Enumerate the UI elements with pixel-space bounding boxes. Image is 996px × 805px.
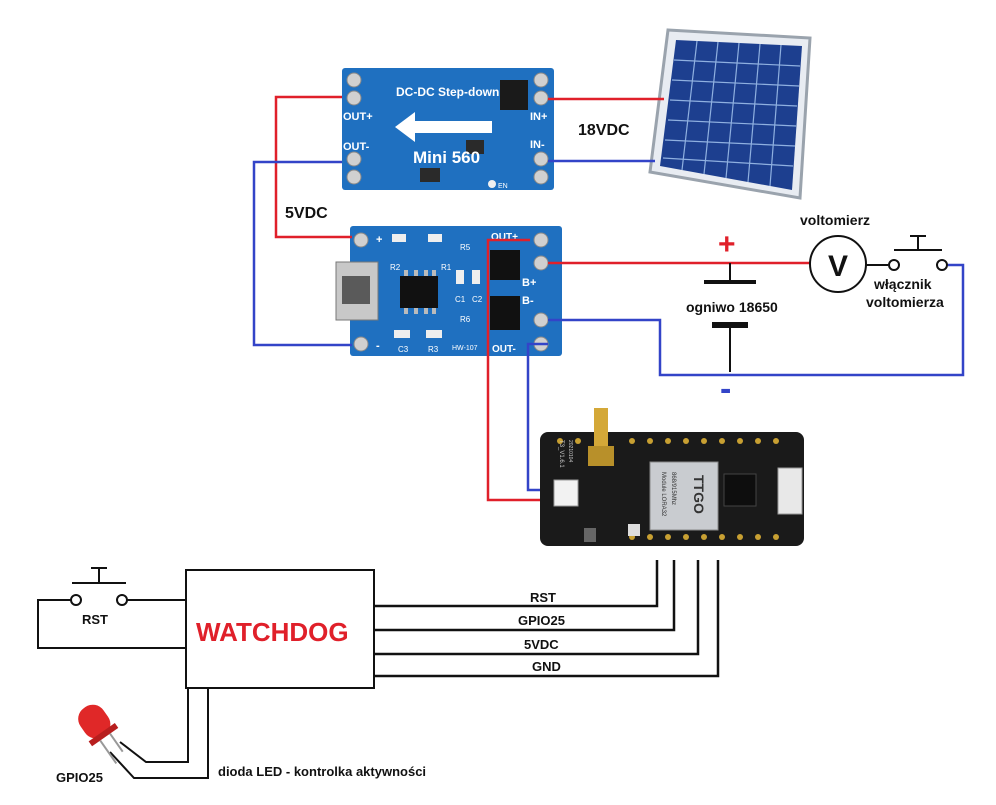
charger-b-plus-label: B+ <box>522 277 536 289</box>
ttgo-date: 20210104 <box>567 440 573 462</box>
switch-label-line2: voltomierza <box>866 294 944 310</box>
signal-gnd: GND <box>532 659 561 674</box>
stepdown-in-plus-label: IN+ <box>530 111 547 123</box>
charger-r5-label: R5 <box>460 243 471 252</box>
stepdown-en-label: EN <box>498 183 508 190</box>
charger-c2-label: C2 <box>472 295 483 304</box>
watchdog-block: WATCHDOG <box>185 569 375 689</box>
led-description: dioda LED - kontrolka aktywności <box>218 764 426 779</box>
led-indicator: GPIO25 dioda LED - kontrolka aktywności <box>56 688 426 785</box>
stepdown-title: DC-DC Step-down <box>396 85 499 99</box>
rst-label: RST <box>82 612 108 627</box>
signal-5vdc: 5VDC <box>524 637 559 652</box>
battery-minus-sign: - <box>720 370 731 408</box>
voltmeter-switch: włącznik voltomierza <box>866 235 948 310</box>
battery-plus-sign: + <box>718 228 736 261</box>
charger-c1-label: C1 <box>455 295 466 304</box>
charger-out-minus-label: OUT- <box>492 344 516 355</box>
charger-r3-label: R3 <box>428 345 439 354</box>
charger-out-plus-label: OUT+ <box>491 232 518 243</box>
charger-c3-label: C3 <box>398 345 409 354</box>
charger-voltage-label: 5VDC <box>285 205 328 222</box>
signal-gpio25: GPIO25 <box>518 613 565 628</box>
ttgo-module: Module LORA32 <box>660 472 666 517</box>
charger-model-label: HW-107 <box>452 345 478 352</box>
watchdog-title: WATCHDOG <box>196 617 349 647</box>
charger-board: + - OUT+ OUT- B+ B- R2 R1 C3 R3 R5 R6 C1… <box>335 226 562 356</box>
ttgo-freq: 868/915Mhz <box>670 472 676 505</box>
charger-b-minus-label: B- <box>522 295 534 307</box>
voltmeter-title: voltomierz <box>800 212 870 228</box>
signal-wires <box>374 560 720 678</box>
ttgo-board: TTGO 868/915Mhz Module LORA32 T3_V1.6.1 … <box>540 408 804 546</box>
solar-voltage-label: 18VDC <box>578 122 630 139</box>
stepdown-out-plus-label: OUT+ <box>343 111 373 123</box>
switch-label-line1: włącznik <box>873 276 932 292</box>
stepdown-in-minus-label: IN- <box>530 139 545 151</box>
charger-minus-label: - <box>376 340 380 352</box>
voltmeter: V voltomierz <box>800 212 888 293</box>
charger-plus-label: + <box>376 234 382 246</box>
led-gpio-label: GPIO25 <box>56 770 103 785</box>
signal-rst: RST <box>530 590 556 605</box>
ttgo-version: T3_V1.6.1 <box>558 440 564 468</box>
stepdown-out-minus-label: OUT- <box>343 141 370 153</box>
voltmeter-symbol: V <box>828 250 848 283</box>
stepdown-model: Mini 560 <box>413 148 480 167</box>
solar-panel <box>648 28 812 200</box>
dcdc-stepdown-board: DC-DC Step-down Mini 560 OUT+ OUT- IN+ I… <box>342 68 554 190</box>
battery-label: ogniwo 18650 <box>686 299 778 315</box>
charger-r6-label: R6 <box>460 315 471 324</box>
rst-button: RST <box>37 567 186 649</box>
battery-symbol: ogniwo 18650 + - <box>686 228 778 408</box>
ttgo-brand: TTGO <box>691 475 707 514</box>
charger-r1-label: R1 <box>441 263 452 272</box>
charger-r2-label: R2 <box>390 263 401 272</box>
